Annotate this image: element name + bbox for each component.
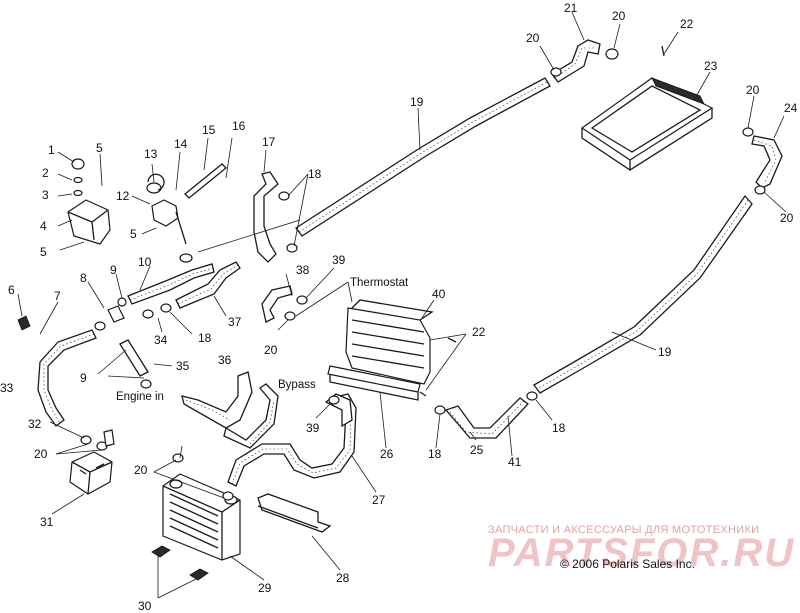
- callout-32: 32: [28, 417, 42, 431]
- callout-16: 16: [232, 119, 246, 133]
- leader-lines: [17, 11, 787, 599]
- callout-33: 33: [0, 381, 14, 395]
- bracket-28: [257, 493, 332, 533]
- hose-35: [119, 339, 149, 377]
- callout-2: 2: [42, 166, 49, 180]
- callout-20c: 20: [746, 83, 760, 97]
- watermark-brand: PARTSFOR.RU: [488, 531, 795, 575]
- callout-23: 23: [704, 59, 718, 73]
- callout-38: 38: [296, 263, 310, 277]
- callout-20e: 20: [264, 343, 278, 357]
- callout-20g: 20: [134, 463, 148, 477]
- hose-25-41: [444, 397, 529, 439]
- callout-39b: 39: [306, 421, 320, 435]
- engine-in-label: Engine in: [116, 391, 164, 403]
- callout-30: 30: [138, 599, 152, 613]
- watermark: ЗАПЧАСТИ И АКСЕССУАРЫ ДЛЯ МОТОТЕХНИКИ PA…: [488, 524, 795, 575]
- hose-38: [261, 285, 293, 323]
- rear-heat-exchanger: [580, 77, 714, 172]
- callout-19a: 19: [410, 95, 424, 109]
- hose-24: [751, 135, 783, 189]
- thermostat-housing: [345, 299, 434, 385]
- front-radiator: [162, 473, 241, 561]
- callout-25: 25: [470, 443, 484, 457]
- callout-37: 37: [228, 315, 242, 329]
- callout-27: 27: [372, 493, 386, 507]
- callout-1: 1: [48, 143, 55, 157]
- callout-18d: 18: [552, 421, 566, 435]
- callout-20f: 20: [34, 447, 48, 461]
- callout-41: 41: [508, 455, 522, 469]
- callout-36: 36: [218, 353, 232, 367]
- callout-9a: 9: [110, 263, 117, 277]
- hose-bracket-31: [69, 451, 113, 495]
- hose-21: [551, 39, 601, 83]
- hose-clamps: [17, 45, 766, 501]
- callout-20d: 20: [780, 211, 794, 225]
- bypass-plate: [327, 365, 421, 401]
- radiator-mount-brackets: [151, 545, 209, 581]
- hose-37: [175, 261, 241, 309]
- callout-39a: 39: [332, 253, 346, 267]
- filler-neck: [146, 182, 193, 263]
- callout-10: 10: [138, 255, 152, 269]
- callout-12: 12: [116, 189, 130, 203]
- callout-35: 35: [176, 359, 190, 373]
- text-labels: Thermostat Bypass Engine in: [116, 277, 409, 403]
- callout-21: 21: [564, 1, 578, 15]
- copyright-notice: © 2006 Polaris Sales Inc.: [560, 557, 695, 571]
- callout-9b: 9: [80, 371, 87, 385]
- callout-5c: 5: [40, 245, 47, 259]
- callout-24: 24: [784, 101, 798, 115]
- thermostat-label: Thermostat: [350, 277, 409, 289]
- callout-22a: 22: [680, 17, 694, 31]
- callout-31: 31: [40, 515, 54, 529]
- callout-20b: 20: [612, 9, 626, 23]
- callout-18a: 18: [308, 167, 322, 181]
- hose-17: [253, 171, 279, 263]
- callout-18c: 18: [428, 447, 442, 461]
- callout-3: 3: [42, 188, 49, 202]
- callout-18b: 18: [198, 331, 212, 345]
- hose-33: [37, 329, 97, 427]
- callout-19b: 19: [658, 345, 672, 359]
- hose-36: [181, 371, 279, 449]
- bypass-label: Bypass: [278, 379, 316, 391]
- callout-17: 17: [262, 135, 276, 149]
- callout-34: 34: [154, 333, 168, 347]
- callout-8: 8: [80, 271, 87, 285]
- callout-4: 4: [40, 219, 47, 233]
- hose-15: [184, 163, 227, 199]
- callout-22b: 22: [472, 325, 486, 339]
- tunnel-cooler-tube-lower: [533, 194, 753, 394]
- callout-5b: 5: [130, 227, 137, 241]
- watermark-caption: ЗАПЧАСТИ И АКСЕССУАРЫ ДЛЯ МОТОТЕХНИКИ: [488, 524, 759, 536]
- tunnel-cooler-tube-upper: [295, 77, 551, 237]
- callout-6: 6: [8, 283, 15, 297]
- coolant-reservoir: [67, 158, 111, 245]
- callout-28: 28: [336, 571, 350, 585]
- callout-5a: 5: [96, 141, 103, 155]
- callout-7: 7: [54, 289, 61, 303]
- callout-20a: 20: [526, 31, 540, 45]
- callout-13: 13: [144, 147, 158, 161]
- callout-29: 29: [258, 581, 272, 595]
- callout-26: 26: [380, 447, 394, 461]
- callout-40: 40: [432, 287, 446, 301]
- hose-10: [127, 263, 215, 305]
- callout-15: 15: [202, 123, 216, 137]
- callout-14: 14: [174, 137, 188, 151]
